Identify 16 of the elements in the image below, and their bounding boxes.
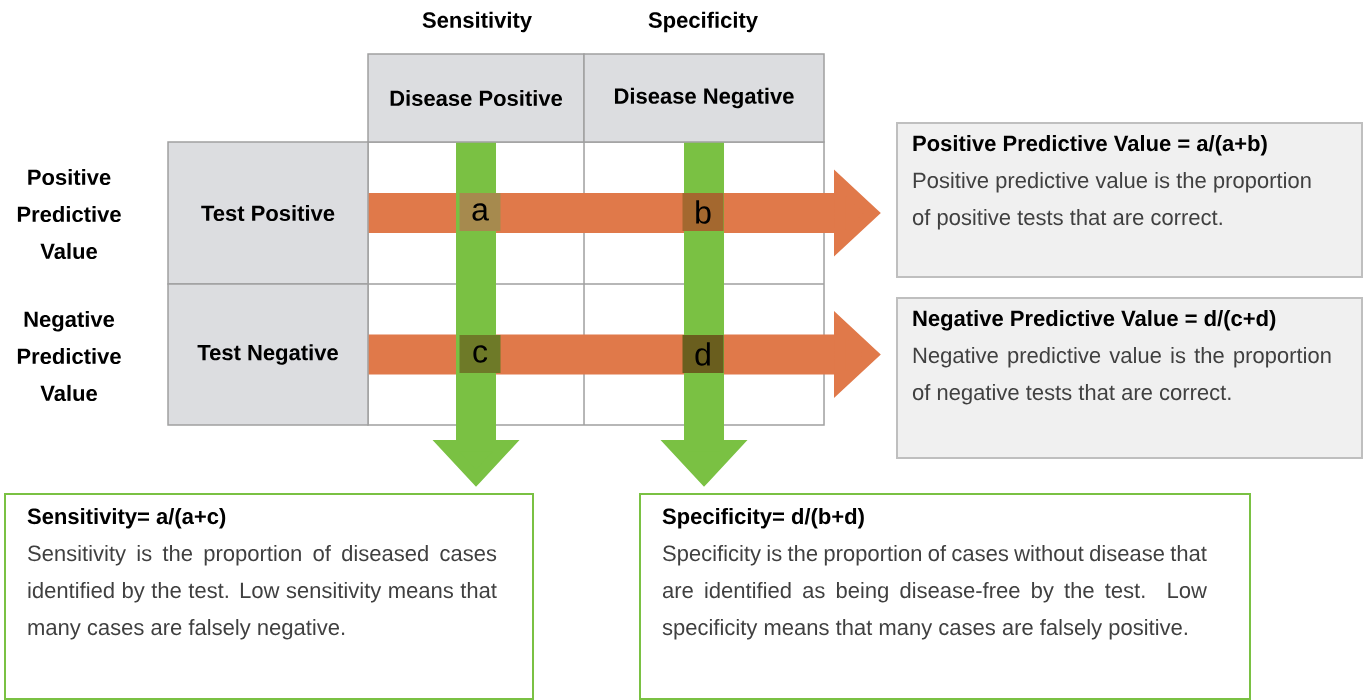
row-heading: Positive Predictive Value xyxy=(17,168,121,260)
header-cell: Test Negative xyxy=(167,283,369,426)
formula-box: Specificity= d/(b+d) Specificity is the proportion of cases without disease that are identified as being disease-free by the test. Low specificity means that many cases are falsely positive. xyxy=(639,493,1251,700)
info-box: Positive Predictive Value = a/(a+b) Positive predictive value is the proportion of positive tests that are correct. xyxy=(896,122,1363,278)
cell-letter: a xyxy=(459,193,501,231)
column-heading: Specificity xyxy=(648,11,758,33)
cell-letter: c xyxy=(459,335,501,373)
info-box: Negative Predictive Value = d/(c+d) Negative predictive value is the proportion of negative tests that are correct. xyxy=(896,297,1363,459)
formula-box: Sensitivity= a/(a+c) Sensitivity is the proportion of diseased cases identified by the test. Low sensitivity means that many cases are falsely negative. xyxy=(4,493,534,700)
header-cell: Test Positive xyxy=(167,141,369,285)
header-cell: Disease Positive xyxy=(367,53,585,143)
header-cell: Disease Negative xyxy=(583,53,825,143)
cell-letter: b xyxy=(682,193,724,231)
row-heading: Negative Predictive Value xyxy=(17,310,121,402)
column-heading: Sensitivity xyxy=(422,11,532,33)
cell-letter: d xyxy=(682,335,724,373)
